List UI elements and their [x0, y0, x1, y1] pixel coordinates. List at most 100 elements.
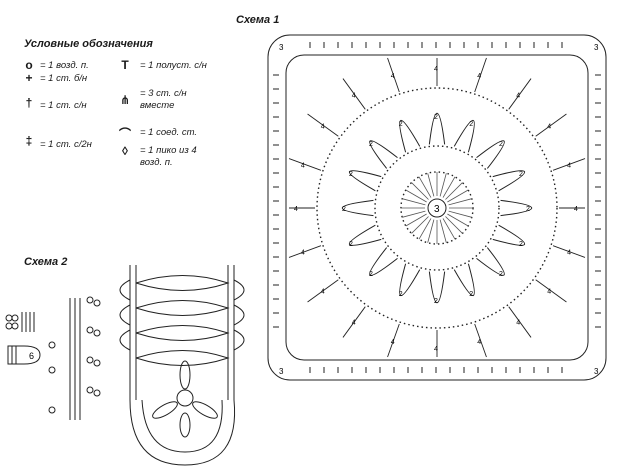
scheme1-petal-label: 2: [349, 171, 353, 178]
scheme1-outer-ray: [535, 279, 567, 303]
circle-icon: o: [25, 58, 33, 72]
scheme1-outer-ray: [342, 306, 366, 338]
scheme1-corner-label: 3: [594, 367, 599, 376]
scheme1-outer-label: 4: [547, 288, 551, 295]
scheme2-side-loop: [119, 329, 131, 351]
scheme1-corner-label: 3: [279, 43, 284, 52]
scheme1-spoke: [418, 176, 432, 198]
hdc-icon: T: [121, 58, 129, 72]
scheme1-outer-ray: [342, 78, 366, 110]
legend-dc: = 1 ст. с/н: [40, 100, 87, 111]
scheme1-outer-label: 4: [434, 346, 438, 353]
legend-cluster: = 3 ст. с/н вместе: [140, 88, 187, 111]
scheme1-spoke: [411, 182, 429, 200]
scheme1-spoke: [442, 176, 456, 198]
scheme1-petal-label: 2: [434, 298, 438, 305]
scheme1-ring-2: [374, 145, 500, 271]
legend-tc: = 1 ст. с/2н: [40, 139, 92, 150]
scheme2-fragments: [5, 296, 101, 420]
scheme1-petal-label: 2: [399, 121, 403, 128]
scheme1-petal: [369, 247, 398, 276]
scheme1-spoke: [447, 189, 469, 203]
scheme1-spoke: [448, 198, 472, 206]
scheme1-petal: [453, 263, 475, 297]
scheme2-tab-label: 6: [29, 351, 34, 361]
scheme1-petal: [492, 170, 526, 192]
scheme2-title: Схема 2: [24, 256, 68, 268]
scheme2-side-loop: [233, 304, 245, 326]
scheme1-petal-label: 2: [499, 271, 503, 278]
scheme2-loop: [135, 350, 230, 366]
scheme1-outer-ray: [552, 158, 586, 171]
scheme1-petal: [476, 247, 505, 276]
scheme1-outer-label: 4: [516, 319, 520, 326]
scheme1-outer-ray: [552, 245, 586, 258]
scheme1-spoke: [448, 210, 472, 218]
picot-icon: ◊: [122, 144, 128, 158]
scheme1-outer-label: 4: [477, 339, 481, 346]
scheme2-flower-center: [176, 389, 194, 407]
scheme1-corner-label: 3: [279, 367, 284, 376]
scheme1-spoke: [418, 218, 432, 240]
scheme1-outer-ray: [288, 245, 322, 258]
scheme2-left-column: [129, 265, 137, 400]
scheme1-petal: [492, 224, 526, 246]
scheme2-loop: [135, 300, 230, 316]
scheme1-petal-label: 2: [519, 171, 523, 178]
scheme1-petal-label: 2: [349, 241, 353, 248]
scheme1-outer-label: 4: [574, 206, 578, 213]
scheme1-petal: [348, 170, 382, 192]
scheme1-outer-label: 4: [301, 163, 305, 170]
scheme1-outer-label: 4: [301, 249, 305, 256]
dc-icon: †: [25, 96, 33, 110]
scheme1-outer-ray: [307, 279, 339, 303]
legend-chain: = 1 возд. п.: [40, 60, 89, 71]
slip-stitch-icon: ⌒: [118, 127, 131, 141]
scheme1-petal-label: 2: [526, 206, 530, 213]
scheme1-petal: [399, 119, 421, 153]
scheme1-ring-3: [316, 87, 558, 329]
scheme1-outer-ray: [474, 323, 487, 358]
scheme1-petal-label: 2: [369, 271, 373, 278]
scheme1-spoke: [405, 213, 427, 227]
scheme1-petal-label: 2: [469, 291, 473, 298]
legend-slip: = 1 соед. ст.: [140, 127, 198, 138]
scheme2-side-loop: [119, 279, 131, 301]
scheme1-petal-label: 2: [469, 121, 473, 128]
scheme1-petal: [348, 224, 382, 246]
scheme2-side-loop: [119, 304, 131, 326]
scheme1-outer-label: 4: [516, 93, 520, 100]
scheme2-loop: [135, 275, 230, 291]
scheme1-spoke: [439, 219, 447, 243]
scheme1-outer-label: 4: [321, 288, 325, 295]
scheme1-petal: [428, 112, 446, 145]
scheme1-petal: [428, 271, 446, 304]
scheme1-petal: [369, 140, 398, 169]
scheme1-outer-label: 4: [547, 124, 551, 131]
scheme1-outer-label: 4: [391, 339, 395, 346]
scheme1-outer-ray: [387, 57, 400, 93]
scheme1-center-label: 3: [434, 204, 440, 215]
scheme1-outer-ray: [288, 158, 322, 171]
scheme2-side-loop: [233, 279, 245, 301]
scheme1-petal: [476, 140, 505, 169]
scheme1-spoke: [427, 173, 435, 197]
scheme1-spoke: [442, 218, 456, 240]
scheme1-outer-label: 4: [321, 124, 325, 131]
scheme1-petal-label: 2: [342, 206, 346, 213]
scheme1-outer-label: 4: [477, 73, 481, 80]
scheme1-spoke: [402, 198, 426, 206]
scheme1-outer-label: 4: [434, 66, 438, 73]
scheme1-inner-border: [285, 54, 589, 361]
scheme1-petal-label: 2: [519, 241, 523, 248]
scheme2-right-column: [227, 265, 235, 400]
scheme1-outer-border: [267, 34, 607, 381]
scheme1-outer-ray: [508, 78, 532, 110]
scheme1-outer-ray: [387, 323, 400, 358]
legend-picot: = 1 пико из 4 возд. п.: [140, 145, 197, 168]
scheme1-spoke: [402, 210, 426, 218]
scheme1-petal-label: 2: [399, 291, 403, 298]
scheme1-petal-label: 2: [369, 141, 373, 148]
